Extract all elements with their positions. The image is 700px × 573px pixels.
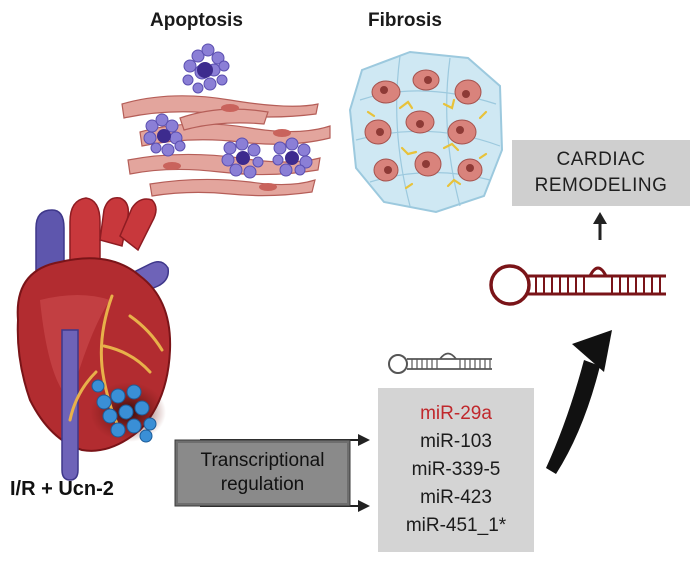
process-line-2: regulation: [220, 474, 305, 495]
up-arrow: [593, 212, 607, 240]
apoptosis-title: Apoptosis: [150, 10, 243, 31]
heart-illustration: [16, 197, 172, 481]
mirna-item: miR-451_1*: [405, 515, 507, 536]
treatment-label: I/R + Ucn-2: [10, 478, 114, 500]
fibrosis-illustration: [348, 50, 504, 214]
remodeling-line-2: REMODELING: [534, 175, 668, 196]
mirna-item: miR-423: [420, 487, 492, 508]
large-hairpin-icon: [489, 264, 666, 306]
curved-arrow: [546, 330, 612, 474]
small-hairpin-icon: [388, 352, 492, 374]
process-line-1: Transcriptional: [200, 450, 325, 471]
mirna-item: miR-339-5: [411, 459, 501, 480]
mirna-item: miR-103: [420, 431, 492, 452]
fibrosis-title: Fibrosis: [368, 10, 442, 31]
transcriptional-regulation-box: Transcriptional regulation: [175, 440, 350, 506]
apoptosis-illustration: [121, 43, 331, 197]
transcription-arrow: [174, 434, 370, 512]
cardiac-remodeling-box: CARDIAC REMODELING: [512, 140, 690, 206]
remodeling-line-1: CARDIAC: [556, 149, 646, 170]
mirna-item: miR-29a: [420, 403, 492, 424]
mirna-list-box: miR-29a miR-103 miR-339-5 miR-423 miR-45…: [378, 388, 534, 552]
